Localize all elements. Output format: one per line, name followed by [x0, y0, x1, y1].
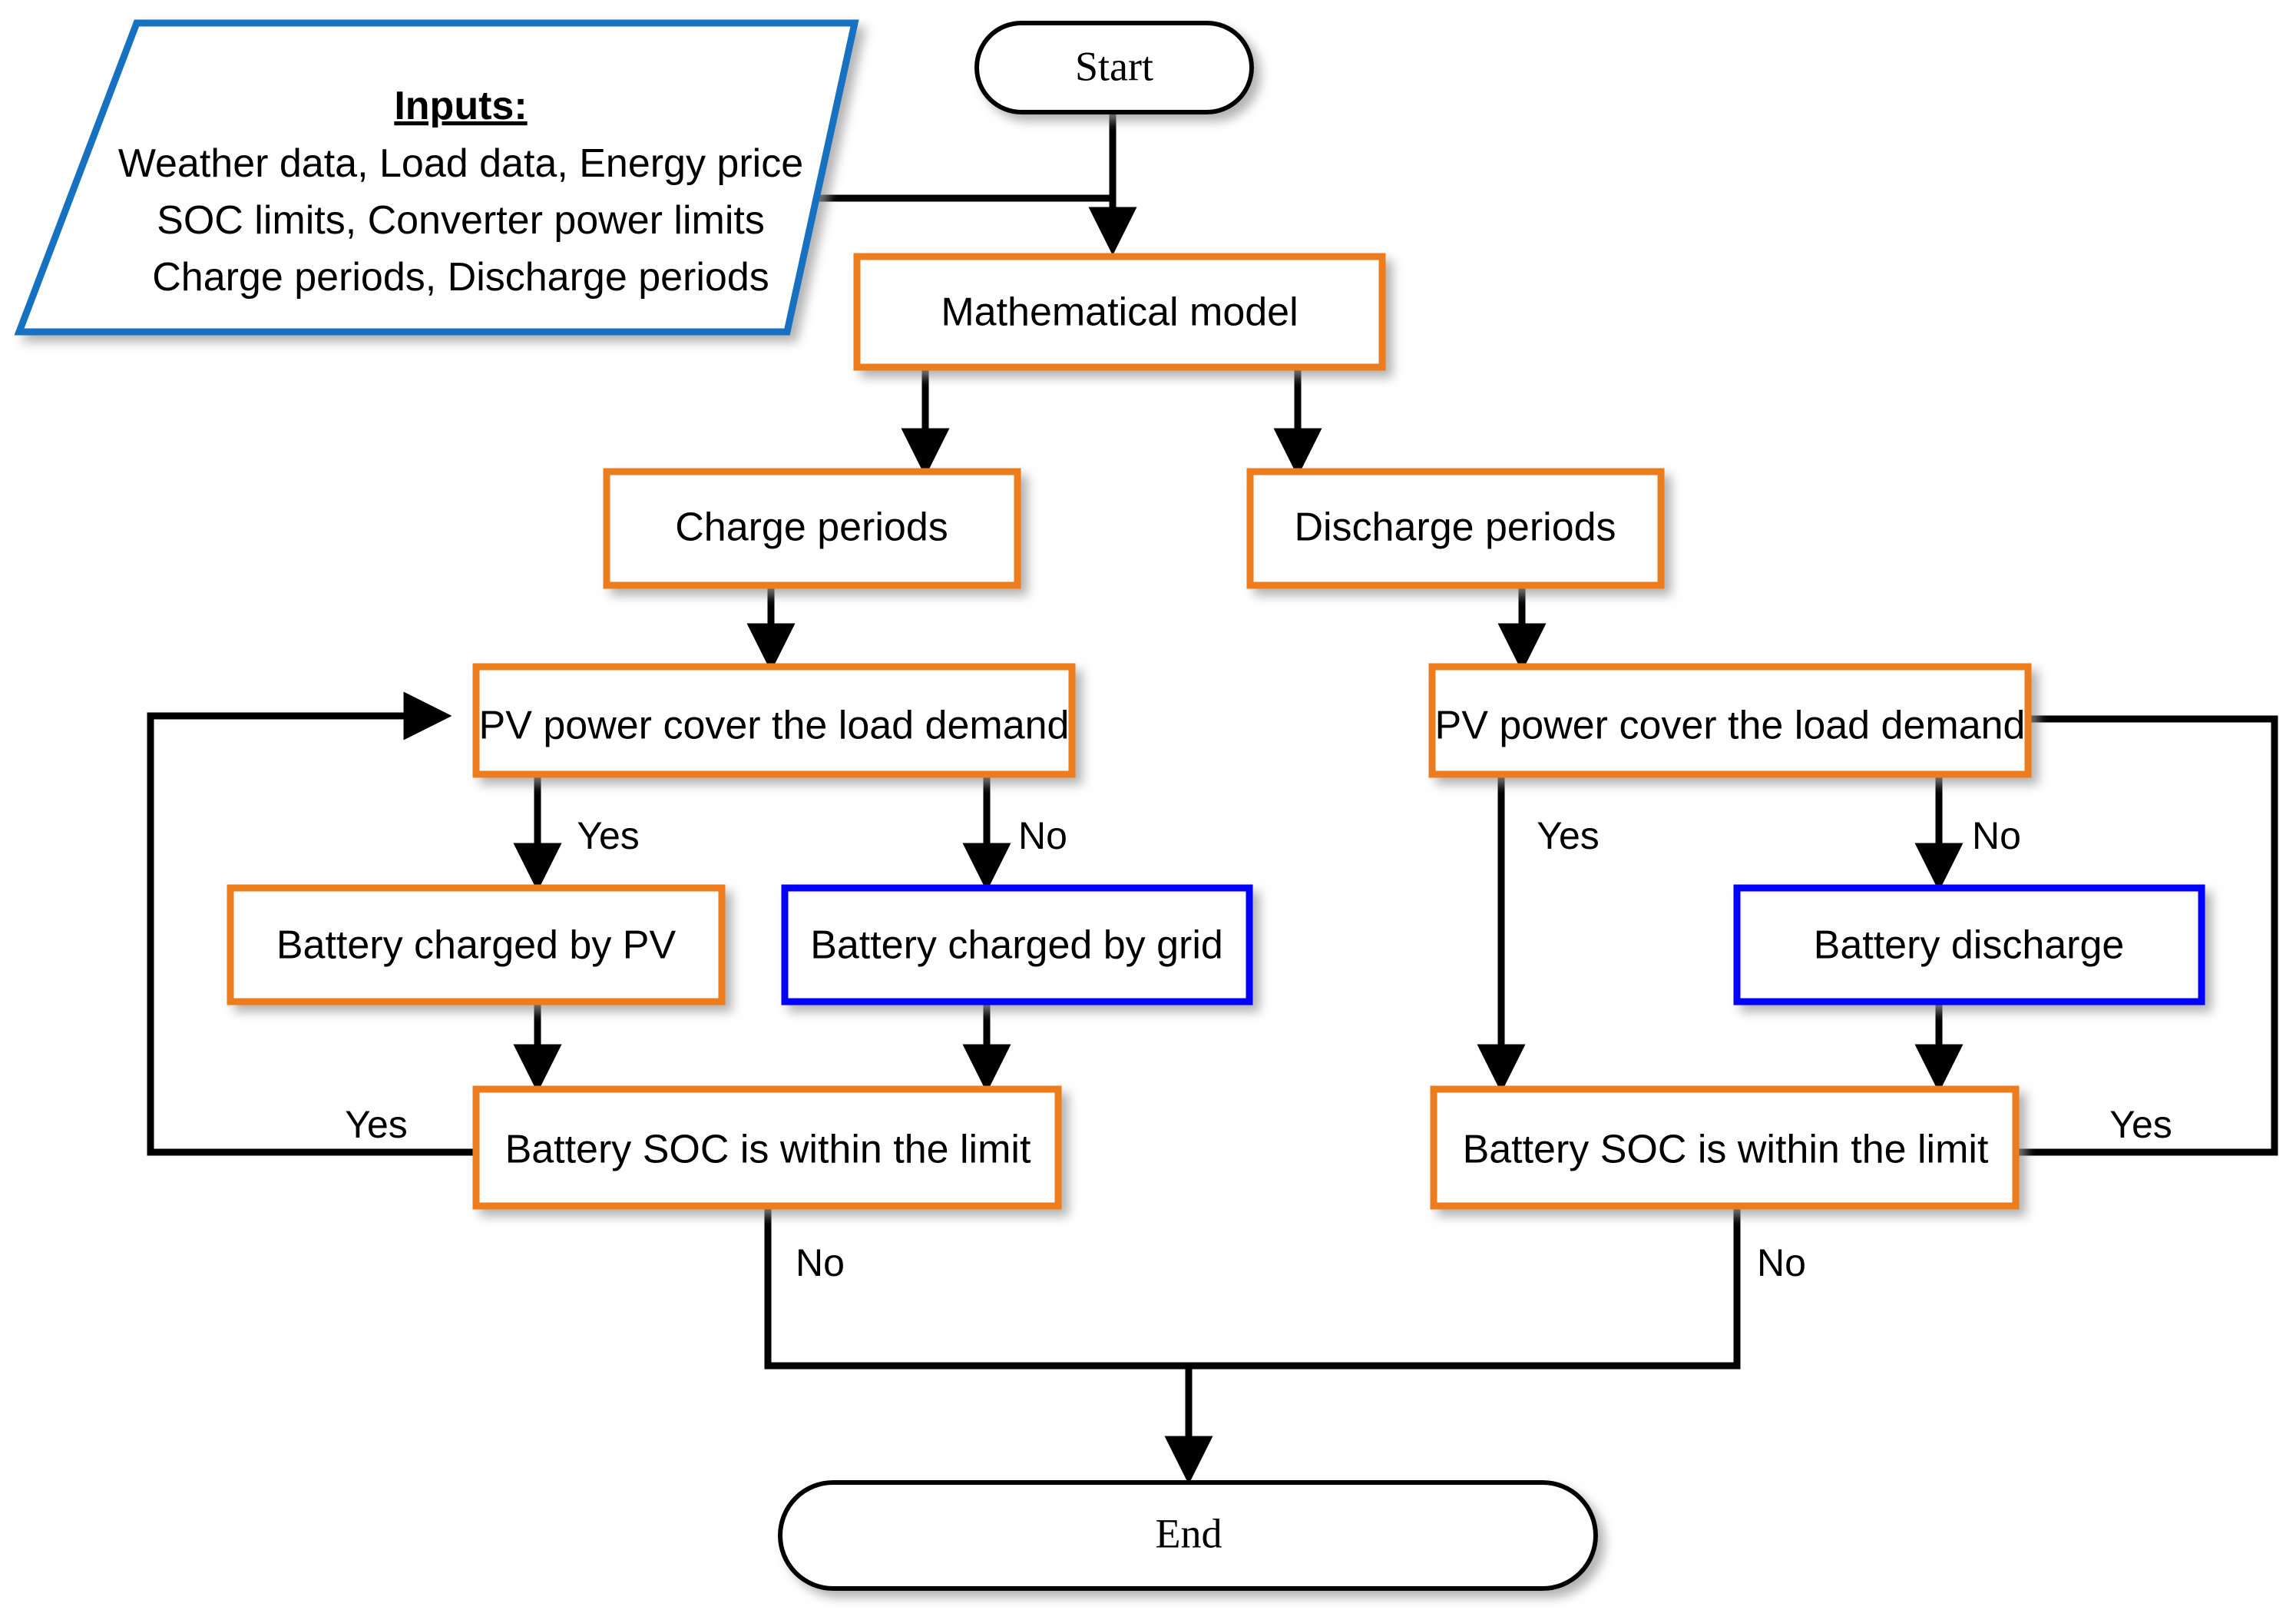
- charge-periods-node[interactable]: Charge periods: [603, 468, 1021, 589]
- discharge-periods-node[interactable]: Discharge periods: [1246, 468, 1665, 589]
- edge-label-soc-left-yes: Yes: [345, 1103, 408, 1146]
- soc-limit-left-shape[interactable]: [472, 1085, 1062, 1210]
- math-model-label: Mathematical model: [941, 290, 1298, 335]
- pv-cover-left-label: PV power cover the load demand: [479, 704, 1070, 748]
- start-shape[interactable]: [974, 21, 1254, 114]
- pv-cover-left-node[interactable]: PV power cover the load demand: [472, 663, 1076, 778]
- battery-charged-grid-node[interactable]: Battery charged by grid: [781, 884, 1253, 1005]
- battery-discharge-label: Battery discharge: [1814, 923, 2125, 968]
- battery-charged-grid-label: Battery charged by grid: [810, 923, 1223, 968]
- edge-label-soc-right-yes: Yes: [2109, 1103, 2172, 1146]
- battery-discharge-node[interactable]: Battery discharge: [1733, 884, 2205, 1005]
- edge-label-pv-right-no: No: [1972, 814, 2021, 857]
- soc-limit-right-label: Battery SOC is within the limit: [1463, 1128, 1989, 1172]
- connectors-group: [147, 111, 2278, 1485]
- pv-cover-right-shape[interactable]: [1428, 663, 2032, 778]
- inputs-title: Inputs:: [394, 84, 527, 128]
- battery-charged-pv-node[interactable]: Battery charged by PV: [227, 884, 726, 1005]
- charge-periods-shape[interactable]: [603, 468, 1021, 589]
- soc-limit-right-shape[interactable]: [1430, 1085, 2020, 1210]
- math-model-shape[interactable]: [853, 253, 1386, 371]
- start-node[interactable]: Start: [974, 21, 1254, 114]
- pv-cover-right-label: PV power cover the load demand: [1435, 704, 2026, 748]
- soc-limit-left-label: Battery SOC is within the limit: [505, 1128, 1031, 1172]
- pv-cover-left-shape[interactable]: [472, 663, 1076, 778]
- connector-soc-right-no: [1189, 1208, 1741, 1370]
- connector-soc-left-yes-feedback: [147, 691, 476, 1156]
- charge-periods-label: Charge periods: [675, 505, 948, 550]
- connector-soc-right-yes-feedback: [1788, 694, 2278, 1156]
- connector-soc-left-no: [764, 1208, 1189, 1370]
- end-node[interactable]: End: [778, 1480, 1598, 1591]
- battery-charged-pv-shape[interactable]: [227, 884, 726, 1005]
- battery-discharge-shape[interactable]: [1733, 884, 2205, 1005]
- soc-limit-right-node[interactable]: Battery SOC is within the limit: [1430, 1085, 2020, 1210]
- battery-charged-pv-label: Battery charged by PV: [276, 923, 677, 968]
- battery-charged-grid-shape[interactable]: [781, 884, 1253, 1005]
- inputs-line-1: Weather data, Load data, Energy price: [118, 141, 803, 186]
- inputs-shape: [14, 19, 859, 336]
- pv-cover-right-node[interactable]: PV power cover the load demand: [1428, 663, 2032, 778]
- end-shape[interactable]: [778, 1480, 1598, 1591]
- discharge-periods-label: Discharge periods: [1294, 505, 1616, 550]
- math-model-node[interactable]: Mathematical model: [853, 253, 1386, 371]
- discharge-periods-shape[interactable]: [1246, 468, 1665, 589]
- inputs-line-3: Charge periods, Discharge periods: [152, 255, 769, 300]
- end-label: End: [1156, 1510, 1222, 1556]
- inputs-parallelogram: Inputs: Weather data, Load data, Energy …: [14, 19, 859, 336]
- start-label: Start: [1075, 43, 1153, 89]
- edge-label-pv-left-yes: Yes: [577, 814, 640, 857]
- soc-limit-left-node[interactable]: Battery SOC is within the limit: [472, 1085, 1062, 1210]
- edge-labels-group: Yes No Yes No Yes No Yes No: [345, 814, 2172, 1284]
- edge-label-pv-left-no: No: [1018, 814, 1067, 857]
- inputs-line-2: SOC limits, Converter power limits: [157, 198, 765, 243]
- edge-label-soc-left-no: No: [796, 1241, 845, 1284]
- edge-label-soc-right-no: No: [1757, 1241, 1806, 1284]
- edge-label-pv-right-yes: Yes: [1537, 814, 1600, 857]
